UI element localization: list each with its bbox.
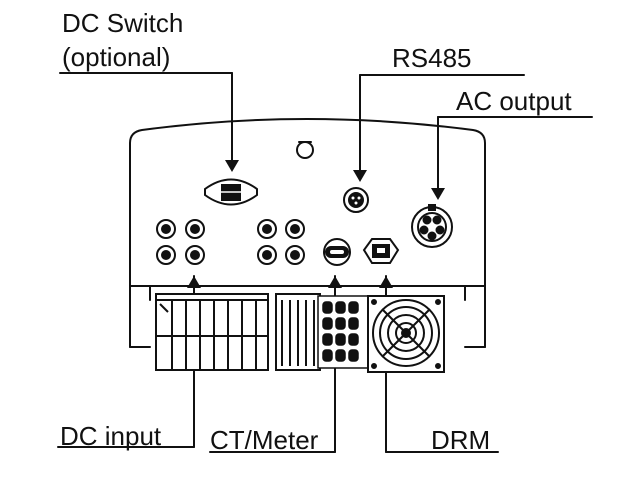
fan <box>367 295 445 373</box>
label-dc-switch: DC Switch <box>62 8 184 38</box>
arrow-ac-output <box>431 188 445 200</box>
label-ac-output: AC output <box>456 86 572 116</box>
label-rs485: RS485 <box>392 43 472 73</box>
dc-input-connectors-right <box>257 219 305 265</box>
dc-input-connectors-left <box>156 219 205 265</box>
vent-grid <box>317 295 369 369</box>
label-ct-meter: CT/Meter <box>210 425 319 455</box>
drm-connector <box>362 238 400 264</box>
inverter-body <box>129 118 486 287</box>
arrow-rs485 <box>353 170 367 182</box>
dc-switch-knob <box>204 178 258 206</box>
arrow-dc-switch <box>225 160 239 172</box>
arrow-dc-input <box>187 276 201 288</box>
label-dc-switch-optional: (optional) <box>62 42 171 72</box>
arrow-ct-meter <box>328 276 342 288</box>
label-drm: DRM <box>431 425 491 455</box>
rs485-connector <box>343 187 369 213</box>
mounting-eye <box>296 141 314 159</box>
ct-meter-connector <box>323 238 351 266</box>
center-heatsink <box>275 293 321 371</box>
arrow-drm <box>379 276 393 288</box>
ac-output-connector <box>411 204 453 248</box>
dc-cover-heatsink <box>155 293 269 371</box>
